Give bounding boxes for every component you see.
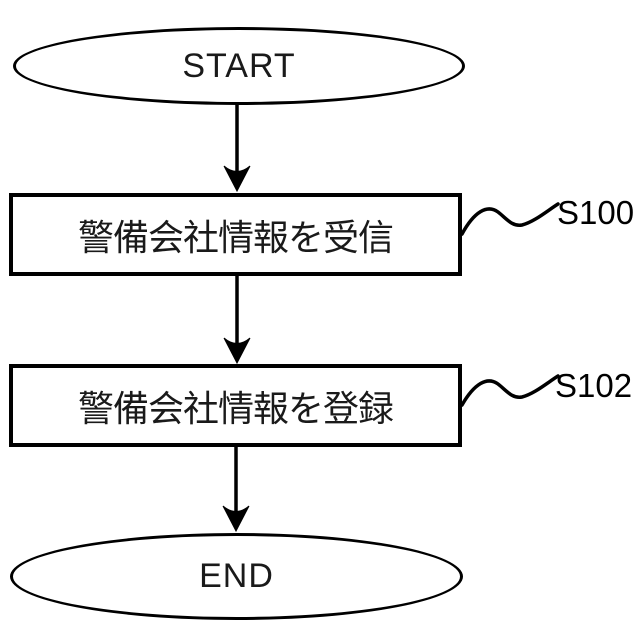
- terminator-start-label: START: [182, 46, 296, 85]
- arrowhead-icon: [223, 337, 251, 365]
- callout-squiggle-s100: [460, 202, 560, 236]
- arrowhead-icon: [223, 165, 251, 193]
- step-label-s102: S102: [555, 367, 633, 404]
- flow-arrow-step2-to-end: [222, 446, 250, 533]
- terminator-end: END: [10, 533, 463, 620]
- step-label-s100: S100: [557, 194, 635, 231]
- process-box-register-label: 警備会社情報を登録: [77, 387, 394, 429]
- process-box-receive-label: 警備会社情報を受信: [77, 216, 394, 258]
- flow-arrow-start-to-step1: [223, 103, 251, 193]
- process-box-register-security-company-info: 警備会社情報を登録: [9, 364, 462, 447]
- flow-arrow-step1-to-step2: [223, 275, 251, 365]
- arrowhead-icon: [222, 505, 250, 533]
- terminator-end-label: END: [199, 557, 274, 595]
- terminator-start: START: [13, 27, 465, 105]
- process-box-receive-security-company-info: 警備会社情報を受信: [9, 193, 462, 276]
- callout-squiggle-s102: [460, 374, 560, 407]
